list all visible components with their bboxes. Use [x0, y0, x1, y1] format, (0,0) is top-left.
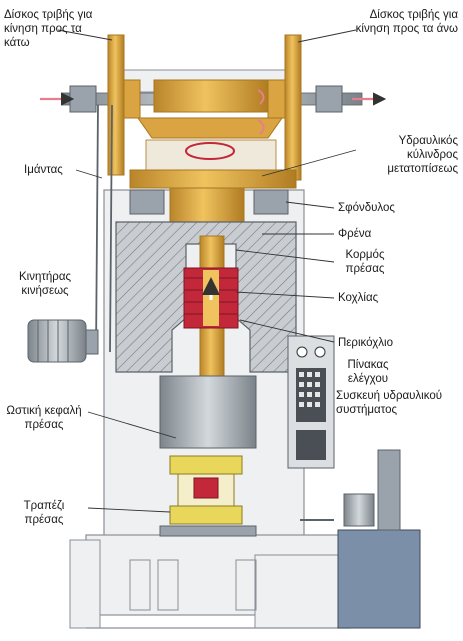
label-press-table: Τραπέζι πρέσας — [23, 500, 65, 526]
belt — [95, 104, 113, 353]
drive-motor — [27, 319, 99, 363]
label-hydraulic-unit: Συσκευή υδραυλικού συστήματος — [336, 390, 443, 416]
label-brake: Φρένα — [338, 228, 372, 240]
screw-and-nut — [183, 235, 239, 377]
friction-disc-left — [107, 34, 141, 176]
label-flywheel: Σφόνδυλος — [338, 202, 395, 214]
label-nut: Περικόχλιο — [338, 337, 393, 349]
label-screw: Κοχλίας — [338, 292, 379, 304]
ram-head — [159, 375, 257, 449]
hydraulic-unit — [300, 449, 421, 629]
label-ram-head: Ωστική κεφαλή πρέσας — [6, 405, 82, 431]
leader-lines — [57, 29, 357, 513]
label-friction-disc-up: Δίσκος τριβής για κίνηση προς τα άνω — [355, 9, 458, 35]
label-friction-disc-down: Δίσκος τριβής για κίνηση προς τα κάτω — [4, 9, 93, 49]
label-belt: Ιμάντας — [24, 164, 63, 176]
label-press-body: Κορμός πρέσας — [345, 249, 385, 275]
label-hydraulic-cylinder: Υδραυλικός κύλινδρος μετατοπίσεως — [387, 135, 458, 175]
brake-blocks — [129, 189, 289, 215]
control-panel — [287, 335, 335, 469]
die-and-table — [159, 455, 257, 537]
label-control-panel: Πίνακας ελέγχου — [347, 359, 389, 385]
label-drive-motor: Κινητήρας κινήσεως — [18, 271, 72, 297]
